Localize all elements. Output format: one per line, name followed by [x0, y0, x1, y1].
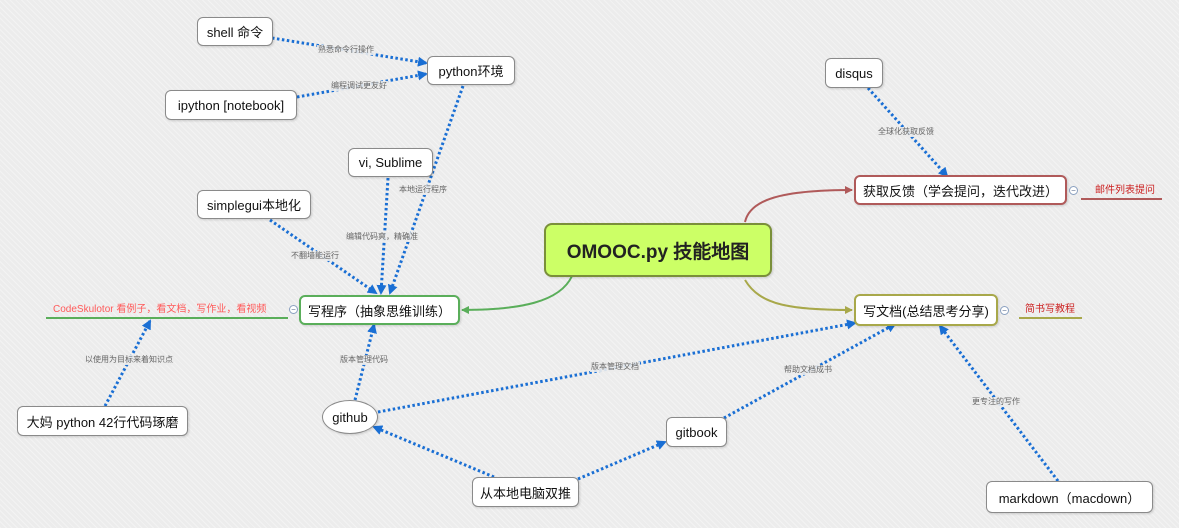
node-write-doc[interactable]: 写文档(总结思考分享) — [854, 294, 998, 326]
node-simplegui-label: simplegui本地化 — [207, 198, 301, 213]
node-write-program-label: 写程序（抽象思维训练） — [307, 303, 451, 319]
edge-label-github-program: 版本管理代码 — [339, 355, 389, 365]
node-shell[interactable]: shell 命令 — [197, 17, 273, 46]
node-python-env[interactable]: python环境 — [427, 56, 515, 85]
node-disqus-label: disqus — [835, 65, 873, 81]
branch-feedback — [744, 186, 853, 223]
node-github-label: github — [332, 409, 368, 425]
node-local-push[interactable]: 从本地电脑双推 — [472, 477, 579, 507]
node-write-program[interactable]: 写程序（抽象思维训练） — [299, 295, 460, 325]
node-gitbook-label: gitbook — [675, 424, 718, 440]
node-gitbook[interactable]: gitbook — [666, 417, 727, 447]
link-simplegui-program — [269, 218, 378, 295]
node-feedback-label: 获取反馈（学会提问，迭代改进） — [862, 183, 1058, 199]
edge-label-ipython-env: 编程调试更友好 — [330, 81, 388, 91]
edge-label-simplegui-program: 不翻墙能运行 — [290, 251, 340, 261]
link-env-program — [387, 85, 465, 295]
link-push-github — [372, 425, 495, 479]
node-write-doc-label: 写文档(总结思考分享) — [863, 303, 989, 319]
node-simplegui[interactable]: simplegui本地化 — [197, 190, 311, 219]
node-markdown-label: markdown（macdown） — [998, 490, 1141, 506]
collapse-toggle-codeskulptor[interactable]: − — [289, 305, 298, 314]
node-disqus[interactable]: disqus — [825, 58, 883, 88]
node-markdown[interactable]: markdown（macdown） — [986, 481, 1153, 513]
edge-label-markdown-doc: 更专注的写作 — [971, 397, 1021, 407]
link-vi-program — [376, 177, 390, 295]
node-github[interactable]: github — [322, 400, 378, 434]
collapse-toggle-jianshu[interactable]: − — [1000, 306, 1009, 315]
central-topic[interactable]: OMOOC.py 技能地图 — [544, 223, 772, 277]
node-ipython[interactable]: ipython [notebook] — [165, 90, 297, 120]
node-shell-label: shell 命令 — [206, 25, 264, 40]
note-codeskulptor: CodeSkulotor 看例子，看文档，写作业，看视频 — [53, 304, 267, 315]
edge-label-env-program: 本地运行程序 — [398, 185, 448, 195]
note-jianshu: 简书写教程 — [1025, 304, 1075, 315]
central-topic-label: OMOOC.py 技能地图 — [566, 241, 750, 263]
node-local-push-label: 从本地电脑双推 — [479, 485, 571, 501]
edge-label-gitbook-doc: 帮助文档成书 — [783, 365, 833, 375]
branch-write-doc — [744, 279, 853, 314]
link-push-gitbook — [577, 440, 667, 481]
link-github-doc — [377, 319, 857, 414]
link-shell-env — [271, 36, 428, 67]
node-ipython-label: ipython [notebook] — [177, 97, 285, 113]
edge-label-daima-note: 以使用为目标来着知识点 — [84, 355, 174, 365]
branch-write-program — [461, 275, 573, 314]
node-daima[interactable]: 大妈 python 42行代码琢磨 — [17, 406, 188, 436]
edge-label-disqus-feedback: 全球化获取反馈 — [877, 127, 935, 137]
node-python-env-label: python环境 — [438, 64, 504, 79]
node-vi-sublime-label: vi, Sublime — [358, 155, 423, 170]
node-daima-label: 大妈 python 42行代码琢磨 — [26, 414, 179, 430]
node-vi-sublime[interactable]: vi, Sublime — [348, 148, 433, 177]
collapse-toggle-mailing-list[interactable]: − — [1069, 186, 1078, 195]
edge-label-github-doc: 版本管理文档 — [590, 362, 640, 372]
edge-label-vi-program: 编辑代码爽，精确准 — [345, 232, 419, 242]
node-feedback[interactable]: 获取反馈（学会提问，迭代改进） — [854, 175, 1067, 205]
edge-label-shell-env: 熟悉命令行操作 — [317, 45, 375, 55]
note-mailing-list: 邮件列表提问 — [1095, 185, 1155, 196]
link-daima-note — [103, 319, 152, 407]
